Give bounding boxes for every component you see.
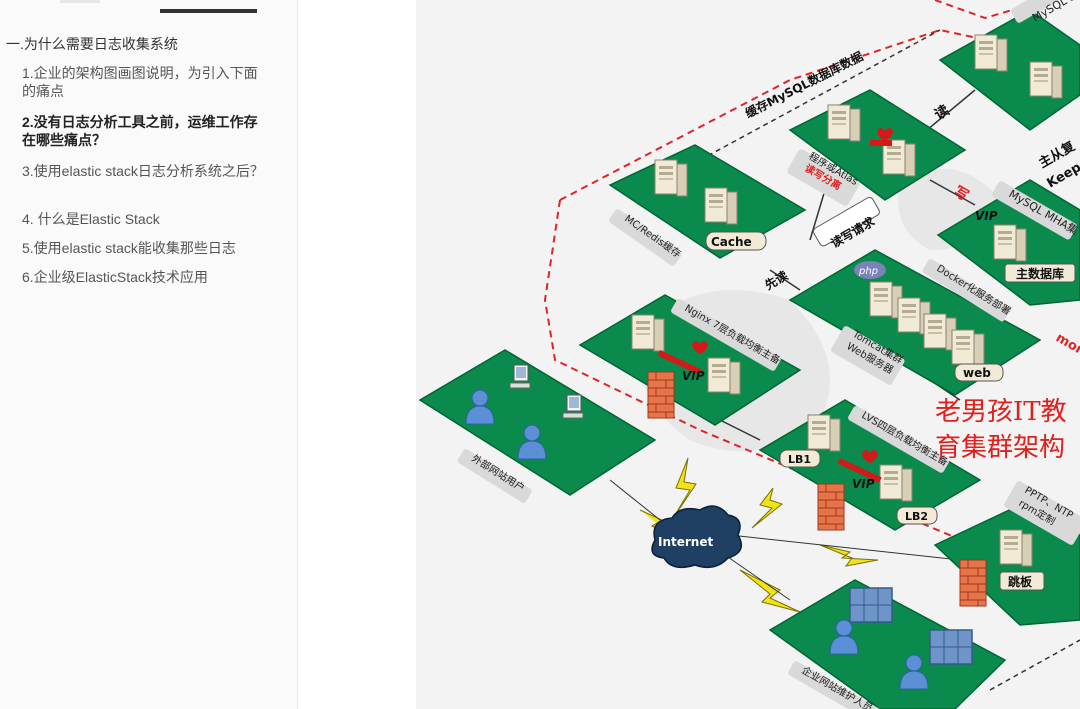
toc-item-6[interactable]: 6.企业级ElasticStack技术应用: [22, 268, 270, 286]
label-internet: Internet: [658, 535, 713, 549]
label-lb2: LB2: [905, 510, 928, 523]
label-vip-lvs: VIP: [852, 477, 875, 491]
label-vip-db: VIP: [975, 209, 998, 223]
label-lb1: LB1: [788, 453, 811, 466]
sidebar-tab-inactive[interactable]: [60, 0, 100, 3]
toc-item-4[interactable]: 4. 什么是Elastic Stack: [22, 210, 270, 228]
label-web: web: [963, 366, 991, 380]
page-margin: [298, 0, 416, 709]
toc-item-2[interactable]: 2.没有日志分析工具之前，运维工作存在哪些痛点？: [22, 113, 270, 149]
toc-heading[interactable]: 一.为什么需要日志收集系统: [6, 35, 178, 53]
label-master-db: 主数据库: [1016, 266, 1064, 281]
toc-item-3[interactable]: 3.使用elastic stack日志分析系统之后？: [22, 162, 270, 180]
sidebar-tab-active-indicator[interactable]: [160, 9, 257, 13]
label-jump: 跳板: [1008, 574, 1033, 589]
watermark-line-1: 老男孩IT教: [935, 397, 1067, 427]
watermark-line-2: 育集群架构: [935, 433, 1065, 463]
outline-sidebar: 一.为什么需要日志收集系统 1.企业的架构图画图说明，为引入下面的痛点 2.没有…: [0, 0, 298, 709]
label-php: php: [858, 266, 878, 277]
toc-item-1[interactable]: 1.企业的架构图画图说明，为引入下面的痛点: [22, 64, 270, 100]
architecture-diagram: MySQL S 程序或Atlas 读写分离 MySQL MHA集 主数据库 VI…: [416, 0, 1080, 709]
label-cache: Cache: [711, 235, 752, 249]
label-vip-nginx: VIP: [682, 369, 705, 383]
toc-item-5[interactable]: 5.使用elastic stack能收集那些日志: [22, 239, 270, 257]
